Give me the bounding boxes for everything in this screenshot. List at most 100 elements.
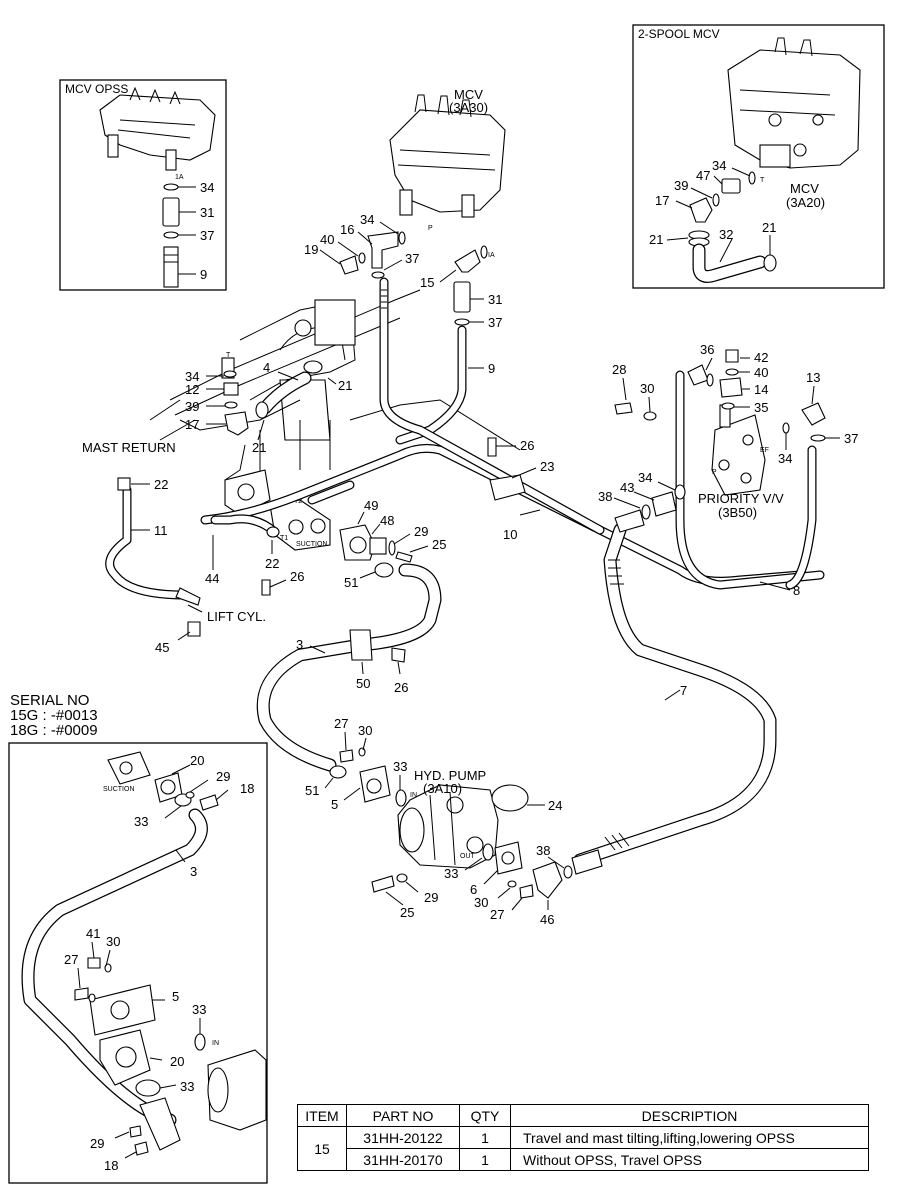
check-valve-31 (453, 281, 471, 313)
oring-40-tee (358, 252, 366, 264)
lift-cyl-label: LIFT CYL. (207, 609, 266, 624)
svg-text:19: 19 (304, 242, 318, 257)
bolt-26a (261, 579, 271, 596)
svg-text:34: 34 (200, 180, 214, 195)
svg-text:14: 14 (754, 382, 768, 397)
mcv-opss-port-1a: 1A (175, 174, 184, 181)
mcv-main-name: MCV (454, 87, 483, 102)
mcv-opss-inset-frame (59, 79, 227, 291)
bolt-26b (487, 437, 497, 457)
svg-text:36: 36 (700, 342, 714, 357)
svg-text:12: 12 (185, 382, 199, 397)
svg-text:26: 26 (520, 438, 534, 453)
mcv-port-p: P (428, 225, 433, 232)
oring-34-prio-ef (782, 422, 790, 434)
mcv-opss-valve-block (99, 86, 216, 171)
hose-fitting-9-inset (163, 246, 179, 288)
svg-text:42: 42 (754, 350, 768, 365)
clamp-21a (255, 401, 269, 419)
svg-text:21: 21 (649, 232, 663, 247)
hose-end-7 (614, 509, 645, 533)
svg-text:39: 39 (674, 178, 688, 193)
svg-text:27: 27 (490, 907, 504, 922)
mast-return-pipe-11 (106, 486, 189, 599)
bolt-26c (391, 647, 406, 663)
cap-22 (117, 477, 131, 491)
svg-text:26: 26 (290, 569, 304, 584)
serial-port-suction: SUCTION (103, 786, 135, 793)
washer-30a (643, 411, 657, 421)
svg-text:34: 34 (712, 158, 726, 173)
elbow-46 (532, 861, 563, 899)
svg-text:11: 11 (154, 523, 168, 538)
parts-table-header: ITEM PART NO QTY DESCRIPTION (297, 1104, 869, 1127)
svg-text:20: 20 (190, 753, 204, 768)
svg-text:28: 28 (612, 362, 626, 377)
mcv-2spool-name: MCV (790, 181, 819, 196)
elbow-17 (224, 411, 249, 436)
svg-text:7: 7 (680, 683, 687, 698)
svg-text:35: 35 (754, 400, 768, 415)
svg-text:46: 46 (540, 912, 554, 927)
svg-text:37: 37 (200, 228, 214, 243)
svg-text:22: 22 (154, 477, 168, 492)
mcv-opss-inset-title: MCV OPSS (65, 82, 128, 96)
svg-text:47: 47 (696, 168, 710, 183)
mcv-port-ia: IA (488, 252, 495, 259)
pump-port-out: OUT (460, 853, 476, 860)
oring-mcv-ia (480, 245, 488, 259)
port-t2: T2 (294, 498, 302, 505)
mcv-opss-callouts: 34 31 37 9 (178, 180, 214, 282)
suction-hose-3 (257, 564, 441, 771)
cell-qty: 1 (459, 1148, 511, 1171)
svg-text:8: 8 (793, 583, 800, 598)
bolt-27a (339, 749, 354, 763)
plug-45 (187, 621, 201, 637)
oring-38b (563, 865, 573, 879)
port-t-main: T (226, 352, 231, 359)
svg-text:37: 37 (488, 315, 502, 330)
svg-text:44: 44 (205, 571, 219, 586)
svg-text:29: 29 (424, 890, 438, 905)
svg-text:33: 33 (134, 814, 148, 829)
oring-24 (491, 784, 529, 812)
svg-text:34: 34 (778, 451, 792, 466)
header-qty: QTY (459, 1104, 511, 1127)
svg-text:37: 37 (405, 251, 419, 266)
svg-text:49: 49 (364, 498, 378, 513)
oring-37-elbow (810, 434, 826, 442)
port-t1: T1 (280, 535, 288, 542)
svg-text:18: 18 (240, 781, 254, 796)
oring-39-2spool (712, 193, 720, 207)
svg-text:21: 21 (762, 220, 776, 235)
oring-34-prio-p (674, 484, 686, 500)
clamp-21b (303, 360, 323, 374)
two-spool-mcv-block (727, 37, 861, 169)
svg-text:43: 43 (620, 480, 634, 495)
svg-text:51: 51 (344, 575, 358, 590)
oring-38a (641, 504, 651, 520)
svg-text:31: 31 (200, 205, 214, 220)
serial-line-15g: 15G : -#0013 (10, 707, 98, 724)
svg-text:6: 6 (470, 882, 477, 897)
svg-text:4: 4 (263, 360, 270, 375)
svg-text:25: 25 (400, 905, 414, 920)
svg-text:10: 10 (503, 527, 517, 542)
svg-text:33: 33 (180, 1079, 194, 1094)
elbow-17-2spool (689, 197, 713, 223)
hydraulic-pump (397, 784, 499, 869)
svg-text:23: 23 (540, 459, 554, 474)
oring-33b (482, 843, 494, 861)
svg-text:32: 32 (719, 227, 733, 242)
washer-30c (507, 880, 517, 888)
priority-port-p: P (712, 469, 717, 476)
svg-text:16: 16 (340, 222, 354, 237)
connector-12 (223, 382, 239, 396)
priority-port-ef: EF (760, 447, 769, 454)
port-suction-main: SUCTION (296, 541, 328, 548)
svg-text:33: 33 (192, 1002, 206, 1017)
tee-14 (719, 377, 743, 398)
tee-16 (367, 231, 399, 269)
svg-text:30: 30 (106, 934, 120, 949)
